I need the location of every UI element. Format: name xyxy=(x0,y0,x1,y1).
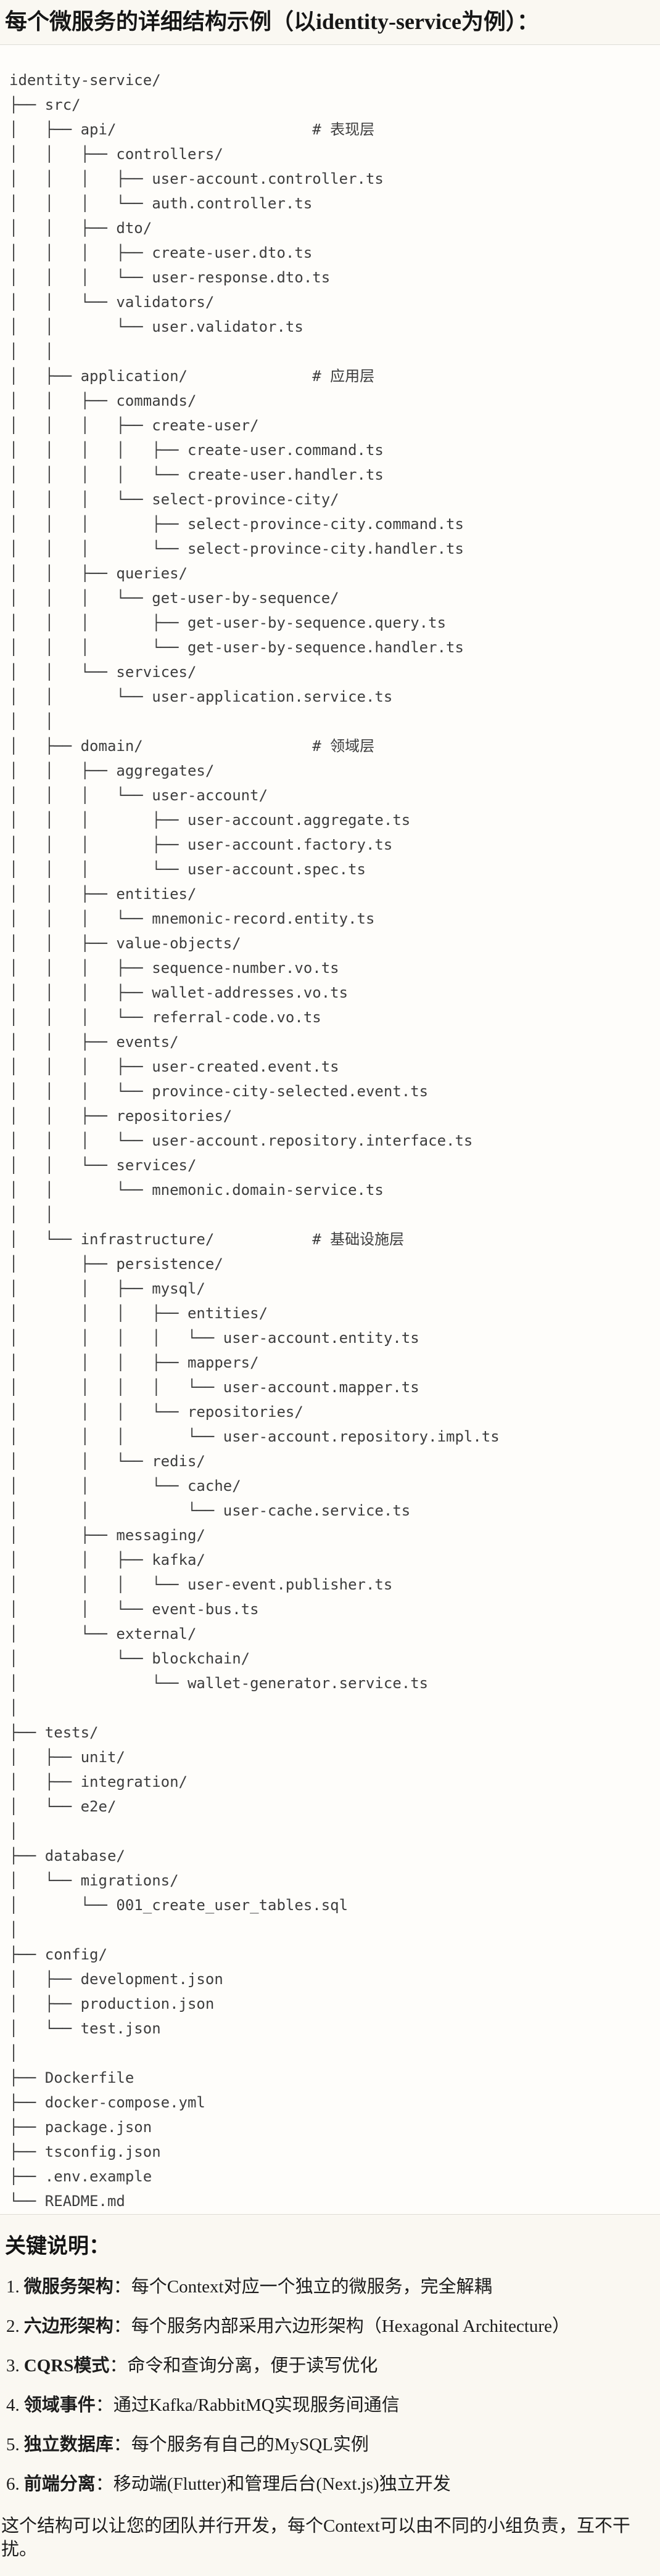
note-label: 六边形架构 xyxy=(23,2316,113,2336)
notes-heading: 关键说明： xyxy=(5,2234,110,2258)
note-text: 每个服务内部采用六边形架构（Hexagonal Architecture） xyxy=(131,2316,570,2336)
note-label: CQRS模式 xyxy=(23,2355,110,2376)
note-label: 微服务架构 xyxy=(23,2276,113,2297)
note-separator: ： xyxy=(95,2395,113,2415)
note-item-independent-db: 5.独立数据库：每个服务有自己的MySQL实例 xyxy=(6,2433,655,2456)
note-text: 命令和查询分离，便于读写优化 xyxy=(127,2355,378,2376)
note-separator: ： xyxy=(95,2474,113,2494)
note-item-cqrs: 3.CQRS模式：命令和查询分离，便于读写优化 xyxy=(6,2354,655,2377)
closing-paragraph: 这个结构可以让您的团队并行开发，每个Context可以由不同的小组负责，互不干扰… xyxy=(1,2516,630,2559)
note-number: 1. xyxy=(6,2276,20,2297)
note-text: 通过Kafka/RabbitMQ实现服务间通信 xyxy=(113,2395,400,2415)
notes-list: 1.微服务架构：每个Context对应一个独立的微服务，完全解耦 2.六边形架构… xyxy=(5,2275,655,2496)
note-number: 6. xyxy=(6,2474,20,2494)
note-label: 前端分离 xyxy=(23,2474,96,2494)
page-title: 每个微服务的详细结构示例（以identity-service为例）： xyxy=(5,9,539,34)
note-item-microservice: 1.微服务架构：每个Context对应一个独立的微服务，完全解耦 xyxy=(6,2275,655,2299)
note-number: 4. xyxy=(6,2395,20,2415)
note-item-frontend-split: 6.前端分离：移动端(Flutter)和管理后台(Next.js)独立开发 xyxy=(6,2472,655,2496)
note-item-domain-events: 4.领域事件：通过Kafka/RabbitMQ实现服务间通信 xyxy=(6,2393,655,2417)
note-label: 独立数据库 xyxy=(23,2434,113,2455)
note-separator: ： xyxy=(113,2276,131,2297)
note-item-hexagonal: 2.六边形架构：每个服务内部采用六边形架构（Hexagonal Architec… xyxy=(6,2315,655,2338)
note-separator: ： xyxy=(113,2434,131,2455)
note-label: 领域事件 xyxy=(23,2395,96,2415)
note-separator: ： xyxy=(109,2355,128,2376)
key-notes-section: 关键说明： 1.微服务架构：每个Context对应一个独立的微服务，完全解耦 2… xyxy=(0,2233,660,2576)
note-number: 2. xyxy=(6,2316,20,2336)
note-text: 移动端(Flutter)和管理后台(Next.js)独立开发 xyxy=(113,2474,451,2494)
note-text: 每个Context对应一个独立的微服务，完全解耦 xyxy=(131,2276,492,2297)
note-number: 3. xyxy=(6,2355,20,2376)
directory-tree-code-block: identity-service/ ├── src/ │ ├── api/ # … xyxy=(0,44,660,2215)
note-separator: ： xyxy=(113,2316,131,2336)
note-text: 每个服务有自己的MySQL实例 xyxy=(131,2434,369,2455)
note-number: 5. xyxy=(6,2434,20,2455)
